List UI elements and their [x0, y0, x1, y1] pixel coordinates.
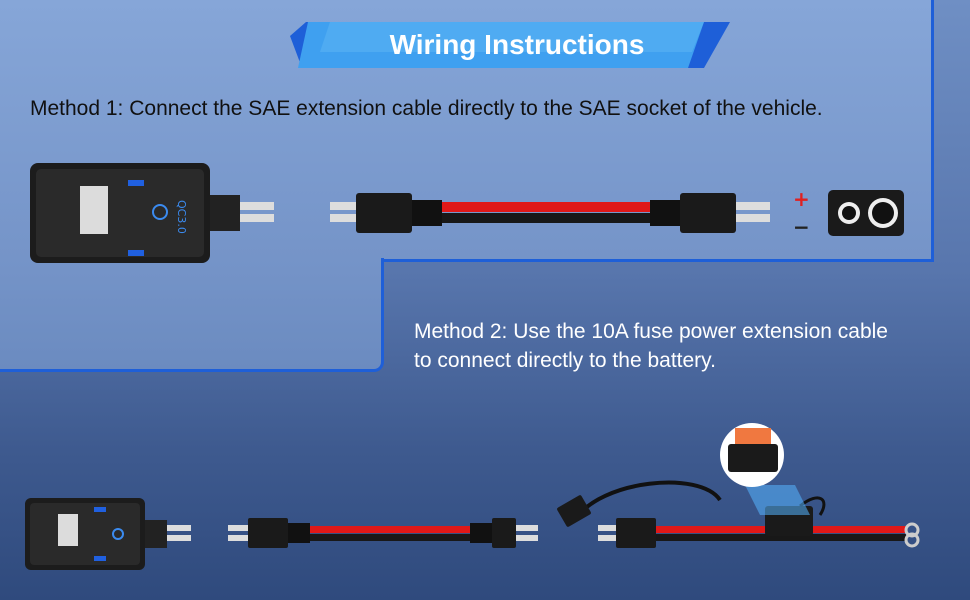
vehicle-sae-socket	[828, 190, 904, 236]
method1-panel-extension	[0, 258, 384, 372]
method2-line1: Method 2: Use the 10A fuse power extensi…	[414, 320, 888, 343]
banner-title: Wiring Instructions	[389, 29, 645, 60]
sae-extension-cable-2	[228, 518, 538, 548]
fuse-icon	[735, 428, 771, 444]
sae-extension-cable	[330, 193, 770, 233]
positive-terminal-label: +	[793, 187, 810, 211]
fuse-zoom-callout	[720, 423, 810, 515]
device-model-label: QC3.0	[175, 200, 188, 234]
negative-terminal-label: −	[793, 215, 810, 239]
usb-charger-device-2	[25, 498, 191, 570]
banner-shape	[290, 22, 730, 68]
usb-charger-device-1: QC3.0	[30, 163, 274, 263]
method2-text: Method 2: Use the 10A fuse power extensi…	[414, 317, 888, 375]
method1-text: Method 1: Connect the SAE extension cabl…	[30, 97, 823, 120]
fused-battery-cable	[557, 480, 920, 548]
title-banner: Wiring Instructions	[290, 22, 730, 68]
method2-line2: to connect directly to the battery.	[414, 349, 716, 372]
